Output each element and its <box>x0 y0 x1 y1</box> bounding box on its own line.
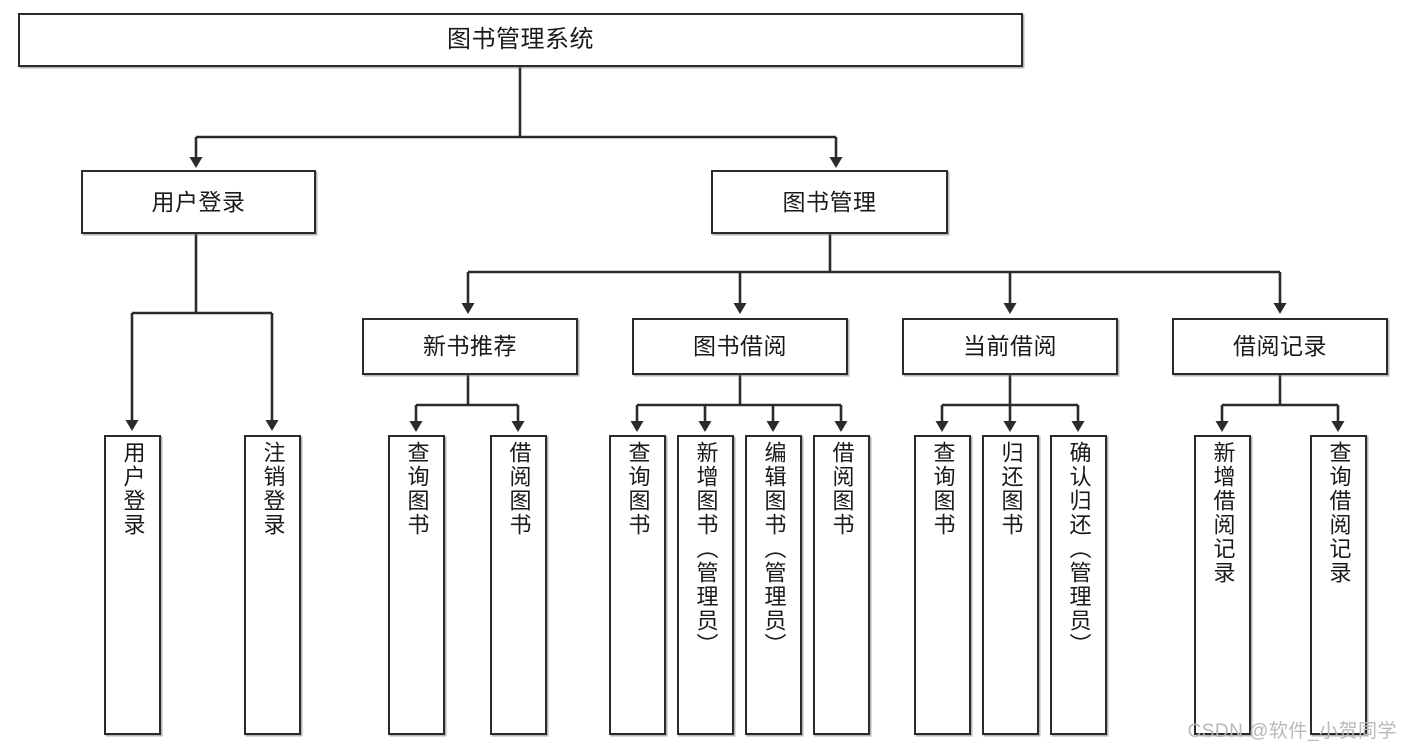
node-label: 新增借阅记录 <box>1210 441 1236 585</box>
node-label: 借阅图书 <box>829 441 855 537</box>
node-label: 借阅图书 <box>506 441 532 537</box>
node-borrow-record[interactable]: 借阅记录 <box>1172 318 1388 375</box>
node-new-book-recommend[interactable]: 新书推荐 <box>362 318 578 375</box>
leaf-query-book-borrow[interactable]: 查询图书 <box>609 435 666 735</box>
leaf-add-borrow-record[interactable]: 新增借阅记录 <box>1194 435 1251 735</box>
leaf-borrow-book[interactable]: 借阅图书 <box>813 435 870 735</box>
node-root-system[interactable]: 图书管理系统 <box>18 13 1023 67</box>
node-label: 查询图书 <box>930 441 956 537</box>
node-label: 确认归还（管理员） <box>1066 441 1092 657</box>
leaf-user-login[interactable]: 用户登录 <box>104 435 161 735</box>
node-label: 新增图书（管理员） <box>693 441 719 657</box>
node-label: 查询图书 <box>404 441 430 537</box>
node-label: 归还图书 <box>998 441 1024 537</box>
node-book-management[interactable]: 图书管理 <box>711 170 948 234</box>
node-current-borrow[interactable]: 当前借阅 <box>902 318 1118 375</box>
node-label: 注销登录 <box>260 441 286 537</box>
leaf-return-book[interactable]: 归还图书 <box>982 435 1039 735</box>
leaf-query-book-newbook[interactable]: 查询图书 <box>388 435 445 735</box>
leaf-add-book-admin[interactable]: 新增图书（管理员） <box>677 435 734 735</box>
node-label: 当前借阅 <box>963 333 1057 360</box>
leaf-confirm-return-admin[interactable]: 确认归还（管理员） <box>1050 435 1107 735</box>
node-label: 图书借阅 <box>693 333 787 360</box>
leaf-edit-book-admin[interactable]: 编辑图书（管理员） <box>745 435 802 735</box>
node-label: 查询图书 <box>625 441 651 537</box>
node-label: 查询借阅记录 <box>1326 441 1352 585</box>
node-label: 图书管理系统 <box>447 26 594 54</box>
watermark-text: CSDN @软件_小贺同学 <box>1187 721 1397 742</box>
node-book-borrow[interactable]: 图书借阅 <box>632 318 848 375</box>
node-label: 图书管理 <box>782 188 877 215</box>
leaf-borrow-book-newbook[interactable]: 借阅图书 <box>490 435 547 735</box>
node-label: 借阅记录 <box>1233 333 1327 360</box>
leaf-query-borrow-record[interactable]: 查询借阅记录 <box>1310 435 1367 735</box>
node-label: 用户登录 <box>120 441 146 537</box>
leaf-query-book-current[interactable]: 查询图书 <box>914 435 971 735</box>
node-label: 新书推荐 <box>423 333 517 360</box>
node-label: 用户登录 <box>151 188 246 215</box>
node-user-login[interactable]: 用户登录 <box>81 170 316 234</box>
leaf-logout[interactable]: 注销登录 <box>244 435 301 735</box>
node-label: 编辑图书（管理员） <box>761 441 787 657</box>
